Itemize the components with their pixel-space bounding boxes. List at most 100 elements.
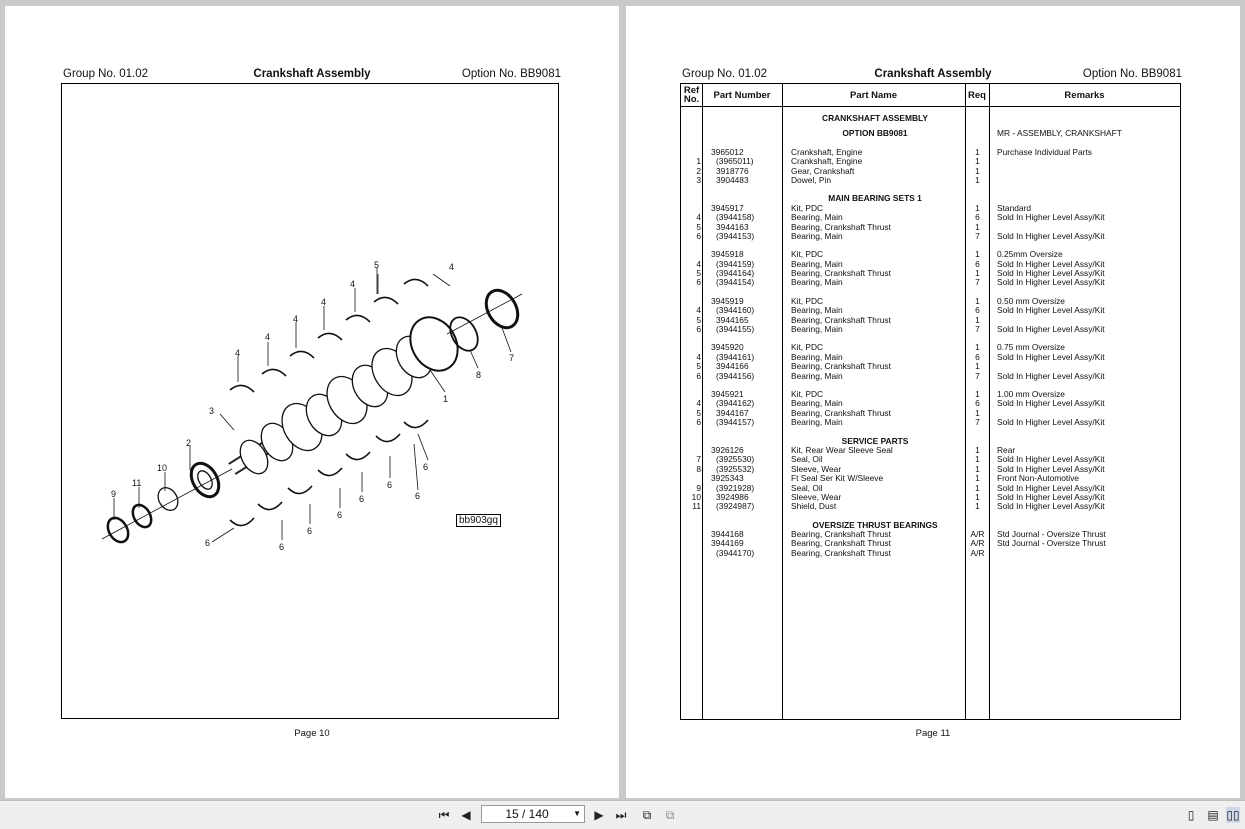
header-req: Req (968, 89, 986, 101)
row-part-number: (3924987) (716, 501, 755, 512)
row-ref: 8 (696, 463, 701, 474)
row-req: 7 (975, 417, 980, 428)
continuous-icon[interactable]: ▤ (1207, 808, 1219, 822)
prev-page-icon[interactable]: ◀ (461, 808, 471, 822)
row-part-name: Kit, PDC (791, 342, 824, 353)
row-remarks: Sold In Higher Level Assy/Kit (997, 277, 1105, 288)
row-req: 1 (975, 221, 980, 232)
row-part-number: (3944156) (716, 370, 755, 381)
fit-width-icon[interactable]: ⧉ (665, 808, 675, 822)
row-remarks: Sold In Higher Level Assy/Kit (997, 268, 1105, 279)
row-ref: 5 (696, 314, 701, 325)
row-req: 7 (975, 230, 980, 241)
row-part-number: 3965012 (711, 146, 744, 157)
section-heading: CRANKSHAFT ASSEMBLY (822, 113, 928, 123)
row-req: 1 (975, 295, 980, 306)
row-part-number: (3944159) (716, 258, 755, 269)
row-remarks: Sold In Higher Level Assy/Kit (997, 370, 1105, 381)
row-part-number: 3944168 (711, 529, 744, 540)
row-req: 1 (975, 454, 980, 465)
row-remarks: Sold In Higher Level Assy/Kit (997, 324, 1105, 335)
callout-label: 6 (279, 542, 284, 552)
row-part-number: 3904483 (716, 174, 749, 185)
row-part-number: (3944162) (716, 398, 755, 409)
row-part-name: Bearing, Crankshaft Thrust (791, 361, 891, 372)
row-part-number: 3918776 (716, 165, 749, 176)
row-ref: 5 (696, 268, 701, 279)
section-heading: MAIN BEARING SETS 1 (828, 193, 922, 204)
row-remarks: Sold In Higher Level Assy/Kit (997, 351, 1105, 362)
row-ref: 4 (696, 398, 701, 409)
row-part-name: Bearing, Crankshaft Thrust (791, 529, 891, 540)
row-req: 1 (975, 249, 980, 260)
callout-label: 6 (387, 480, 392, 490)
row-req: 1 (975, 444, 980, 455)
header-part-number: Part Number (713, 89, 771, 101)
row-part-number: (3944153) (716, 230, 755, 241)
callout-label: 11 (132, 478, 141, 488)
row-remarks: Sold In Higher Level Assy/Kit (997, 258, 1105, 269)
row-req: 7 (975, 324, 980, 335)
row-part-number: (3944161) (716, 351, 755, 362)
single-page-icon[interactable]: ▯ (1187, 808, 1195, 822)
row-ref: 10 (691, 491, 701, 502)
row-remarks: Sold In Higher Level Assy/Kit (997, 491, 1105, 502)
row-req: 6 (975, 351, 980, 362)
page-number-input[interactable]: 15 / 140 ▼ (481, 805, 585, 823)
fit-page-icon[interactable]: ⧉ (642, 808, 652, 822)
row-part-name: Sleeve, Wear (791, 491, 842, 502)
row-ref: 4 (696, 212, 701, 223)
header-part-name: Part Name (850, 89, 897, 101)
last-page-icon[interactable]: ⏭ (615, 808, 627, 822)
next-page-icon[interactable]: ▶ (594, 808, 604, 822)
table-header: Ref No. Part Number Part Name Req Remark… (681, 84, 1180, 107)
first-page-icon[interactable]: ⏮ (438, 808, 450, 822)
row-req: 1 (975, 491, 980, 502)
two-page-icon[interactable]: ▯▯ (1226, 807, 1240, 823)
row-req: 7 (975, 370, 980, 381)
callout-label: 6 (415, 491, 420, 501)
row-ref: 11 (692, 501, 701, 512)
row-ref: 6 (696, 277, 701, 288)
row-part-name: Bearing, Crankshaft Thrust (791, 547, 891, 558)
row-part-name: Ft Seal Ser Kit W/Sleeve (791, 473, 884, 484)
row-ref: 6 (696, 324, 701, 335)
row-part-name: Kit, PDC (791, 249, 824, 260)
callout-label: 6 (423, 462, 428, 472)
row-req: 6 (975, 258, 980, 269)
row-part-number: (3944155) (716, 324, 755, 335)
parts-table: Ref No. Part Number Part Name Req Remark… (680, 83, 1181, 720)
page-footer: Page 11 (915, 728, 951, 739)
row-remarks: Sold In Higher Level Assy/Kit (997, 482, 1105, 493)
row-ref: 9 (696, 482, 701, 493)
row-remarks: 1.00 mm Oversize (997, 388, 1065, 399)
row-req: 1 (975, 202, 980, 213)
callout-label: 4 (449, 262, 454, 272)
row-ref: 2 (696, 165, 701, 176)
chevron-down-icon[interactable]: ▼ (573, 809, 581, 818)
row-ref: 7 (696, 454, 701, 465)
section-heading: SERVICE PARTS (841, 435, 909, 446)
row-part-number: (3944158) (716, 212, 755, 223)
callout-label: 4 (293, 314, 298, 324)
row-req: 1 (975, 314, 980, 325)
row-part-number: 3925343 (711, 473, 744, 484)
row-part-number: 3944165 (716, 314, 749, 325)
row-req: 6 (975, 212, 980, 223)
row-ref: 6 (696, 370, 701, 381)
